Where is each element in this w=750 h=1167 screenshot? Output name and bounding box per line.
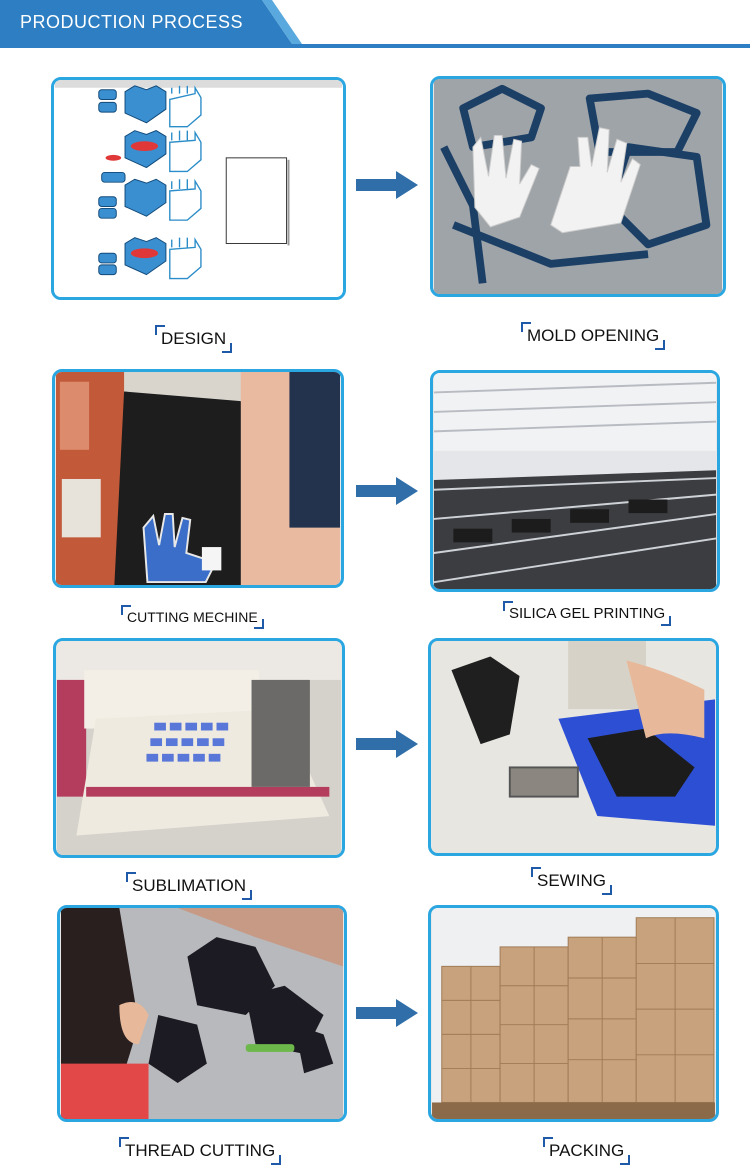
sewing-photo [428, 638, 719, 856]
step-caption-design: DESIGN [155, 325, 233, 353]
silica-gel-printing-photo [430, 370, 720, 592]
arrow-right-icon [356, 171, 418, 199]
step-caption-silica-gel-printing: SILICA GEL PRINTING [503, 601, 672, 626]
step-caption-mold-opening: MOLD OPENING [521, 322, 666, 350]
step-caption-sublimation: SUBLIMATION [126, 872, 252, 900]
packing-photo [428, 905, 719, 1122]
arrow-right-icon [356, 730, 418, 758]
step-caption-sewing: SEWING [531, 867, 612, 895]
arrow-right-icon [356, 477, 418, 505]
section-header: PRODUCTION PROCESS [0, 0, 750, 48]
page-title: PRODUCTION PROCESS [20, 12, 244, 32]
design-photo [51, 77, 346, 300]
step-caption-thread-cutting: THREAD CUTTING [119, 1137, 282, 1165]
cutting-machine-photo [52, 369, 344, 588]
sublimation-photo [53, 638, 345, 858]
arrow-right-icon [356, 999, 418, 1027]
step-caption-cutting-mechine: CUTTING MECHINE [121, 605, 264, 629]
thread-cutting-photo [57, 905, 347, 1122]
mold-opening-photo [430, 76, 726, 297]
header-banner-shape [0, 0, 750, 48]
step-caption-packing: PACKING [543, 1137, 631, 1165]
